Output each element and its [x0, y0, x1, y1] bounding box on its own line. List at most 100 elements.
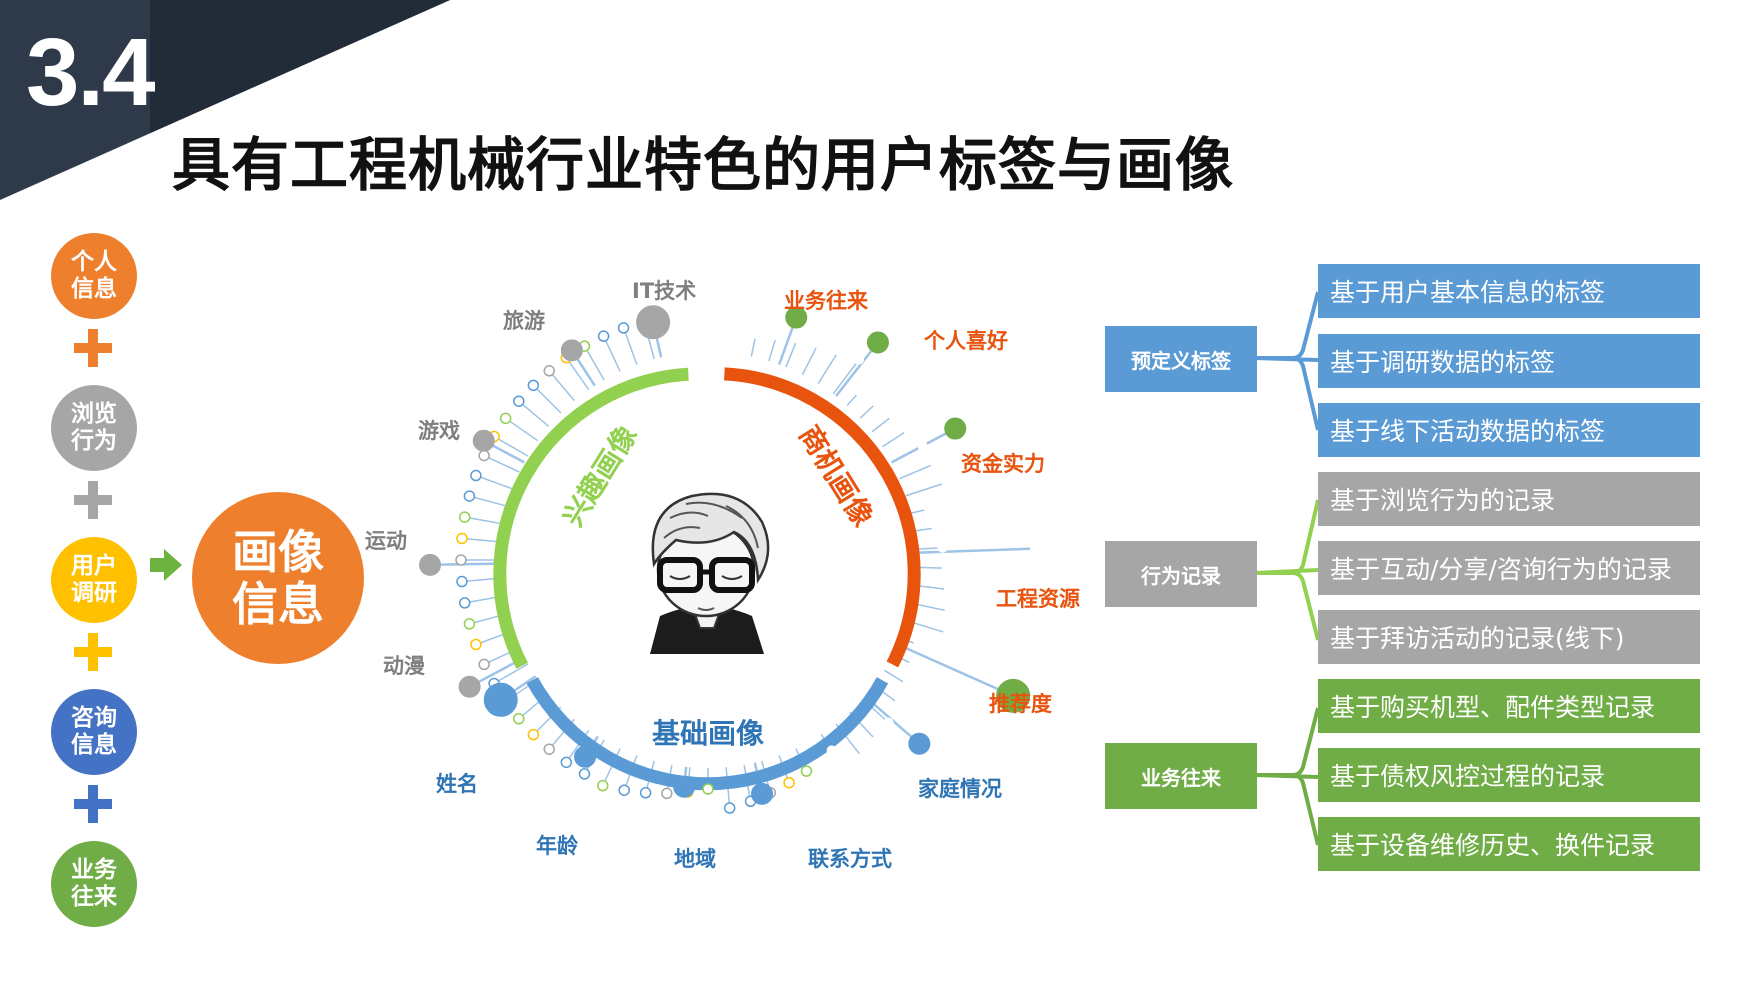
tag-dot	[597, 779, 609, 792]
tag-dot	[459, 597, 471, 609]
ring-spoke	[750, 338, 756, 357]
tag-dot	[937, 542, 948, 553]
tag-dot	[813, 338, 824, 349]
ring-spoke	[491, 444, 525, 464]
section-number: 3.4	[26, 19, 155, 126]
tag-dot	[908, 659, 919, 670]
tag-age: 年龄	[536, 834, 578, 858]
ring-spoke	[835, 349, 873, 397]
tag-dot	[560, 756, 573, 769]
ring-spoke	[785, 342, 797, 368]
ring-spoke	[871, 417, 890, 433]
tag-dot	[941, 477, 952, 488]
tag-bubble	[458, 675, 481, 698]
tag-dot	[902, 679, 913, 690]
tag-it-tech: IT技术	[632, 279, 697, 303]
ring-spoke	[915, 547, 938, 550]
tag-dot	[723, 802, 736, 814]
tag-dot	[871, 397, 882, 408]
category-behavior-records: 行为记录	[1105, 541, 1257, 607]
tag-anime: 动漫	[383, 654, 425, 678]
ring-spoke	[536, 388, 562, 414]
corner-banner	[0, 0, 450, 200]
ring-spoke	[480, 476, 513, 490]
tag-contact: 联系方式	[808, 847, 892, 871]
tag-bubble	[750, 782, 773, 805]
tag-dot	[826, 745, 837, 756]
source-business-dealings: 业务往来	[51, 841, 137, 927]
predefined-item: 基于线下活动数据的标签	[1318, 403, 1700, 457]
tag-bubble	[673, 775, 696, 798]
business-item: 基于设备维修历史、换件记录	[1318, 817, 1700, 871]
tag-dot	[618, 784, 630, 796]
ring-spoke	[655, 337, 663, 358]
tag-dot	[930, 458, 941, 469]
ring-spoke	[910, 509, 925, 514]
ring-spoke	[905, 483, 943, 497]
interest-arc	[493, 367, 689, 669]
tag-dot	[463, 618, 476, 630]
ring-spoke	[817, 354, 837, 385]
tag-travel: 旅游	[503, 309, 545, 333]
tag-dot	[931, 522, 942, 533]
source-personal-info: 个人信息	[51, 233, 137, 319]
predefined-item: 基于调研数据的标签	[1318, 334, 1700, 388]
business-item: 基于购买机型、配件类型记录	[1318, 679, 1700, 733]
tag-name: 姓名	[436, 772, 478, 796]
ring-spoke	[440, 562, 501, 566]
tag-dot	[478, 658, 490, 671]
tag-dot	[455, 554, 467, 566]
ring-spoke	[883, 669, 904, 683]
tag-dot	[513, 713, 525, 725]
tag-dot	[499, 412, 512, 425]
tag-dot	[527, 728, 540, 741]
tag-dot	[888, 410, 899, 421]
category-predefined-tags: 预定义标签	[1105, 326, 1257, 392]
tag-dot	[639, 787, 652, 799]
tag-dot	[871, 735, 882, 746]
ring-spoke	[488, 457, 520, 473]
ring-spoke	[498, 438, 529, 457]
portrait-ring: 兴趣画像 商机画像 基础画像	[419, 305, 1030, 814]
tag-personal-preference: 个人喜好	[924, 329, 1008, 353]
ring-spoke	[498, 663, 529, 682]
tag-dot	[513, 395, 525, 407]
behavior-item: 基于互动/分享/咨询行为的记录	[1318, 541, 1700, 595]
tag-region: 地域	[674, 847, 716, 871]
ring-spoke	[509, 420, 539, 442]
user-avatar-icon	[650, 492, 770, 654]
tag-dot	[913, 640, 924, 651]
ring-spoke	[897, 643, 1000, 691]
business-item: 基于债权风控过程的记录	[1318, 748, 1700, 802]
tag-bubble	[996, 678, 1030, 713]
ring-spoke	[568, 361, 590, 391]
tag-dot	[661, 787, 673, 800]
tag-dot	[944, 584, 955, 595]
tag-dot	[456, 575, 468, 588]
tag-dot	[792, 333, 803, 344]
tag-dot	[470, 469, 482, 482]
tag-dot	[463, 490, 476, 502]
portrait-info-circle: 画像信息	[192, 492, 364, 664]
tag-dot	[617, 322, 630, 334]
plus-icon	[70, 781, 116, 827]
tag-dot	[597, 330, 610, 342]
tag-dot	[578, 768, 591, 780]
tag-dot	[771, 330, 782, 341]
tag-dot	[800, 765, 813, 777]
ring-spoke	[768, 339, 776, 362]
tag-bubble	[560, 339, 583, 362]
ring-spoke	[522, 403, 550, 427]
tag-capital-strength: 资金实力	[961, 452, 1045, 476]
plus-icon	[70, 477, 116, 523]
ring-spoke	[605, 340, 621, 372]
ring-spoke	[513, 675, 537, 692]
tag-dot	[833, 345, 844, 356]
ring-spoke	[474, 496, 508, 507]
plus-icon	[70, 629, 116, 675]
tag-dot	[943, 628, 954, 639]
ring-spoke	[915, 547, 1030, 554]
tag-dot	[543, 743, 555, 755]
tag-engineering-resources: 工程资源	[996, 587, 1080, 611]
tag-dot	[543, 365, 555, 377]
